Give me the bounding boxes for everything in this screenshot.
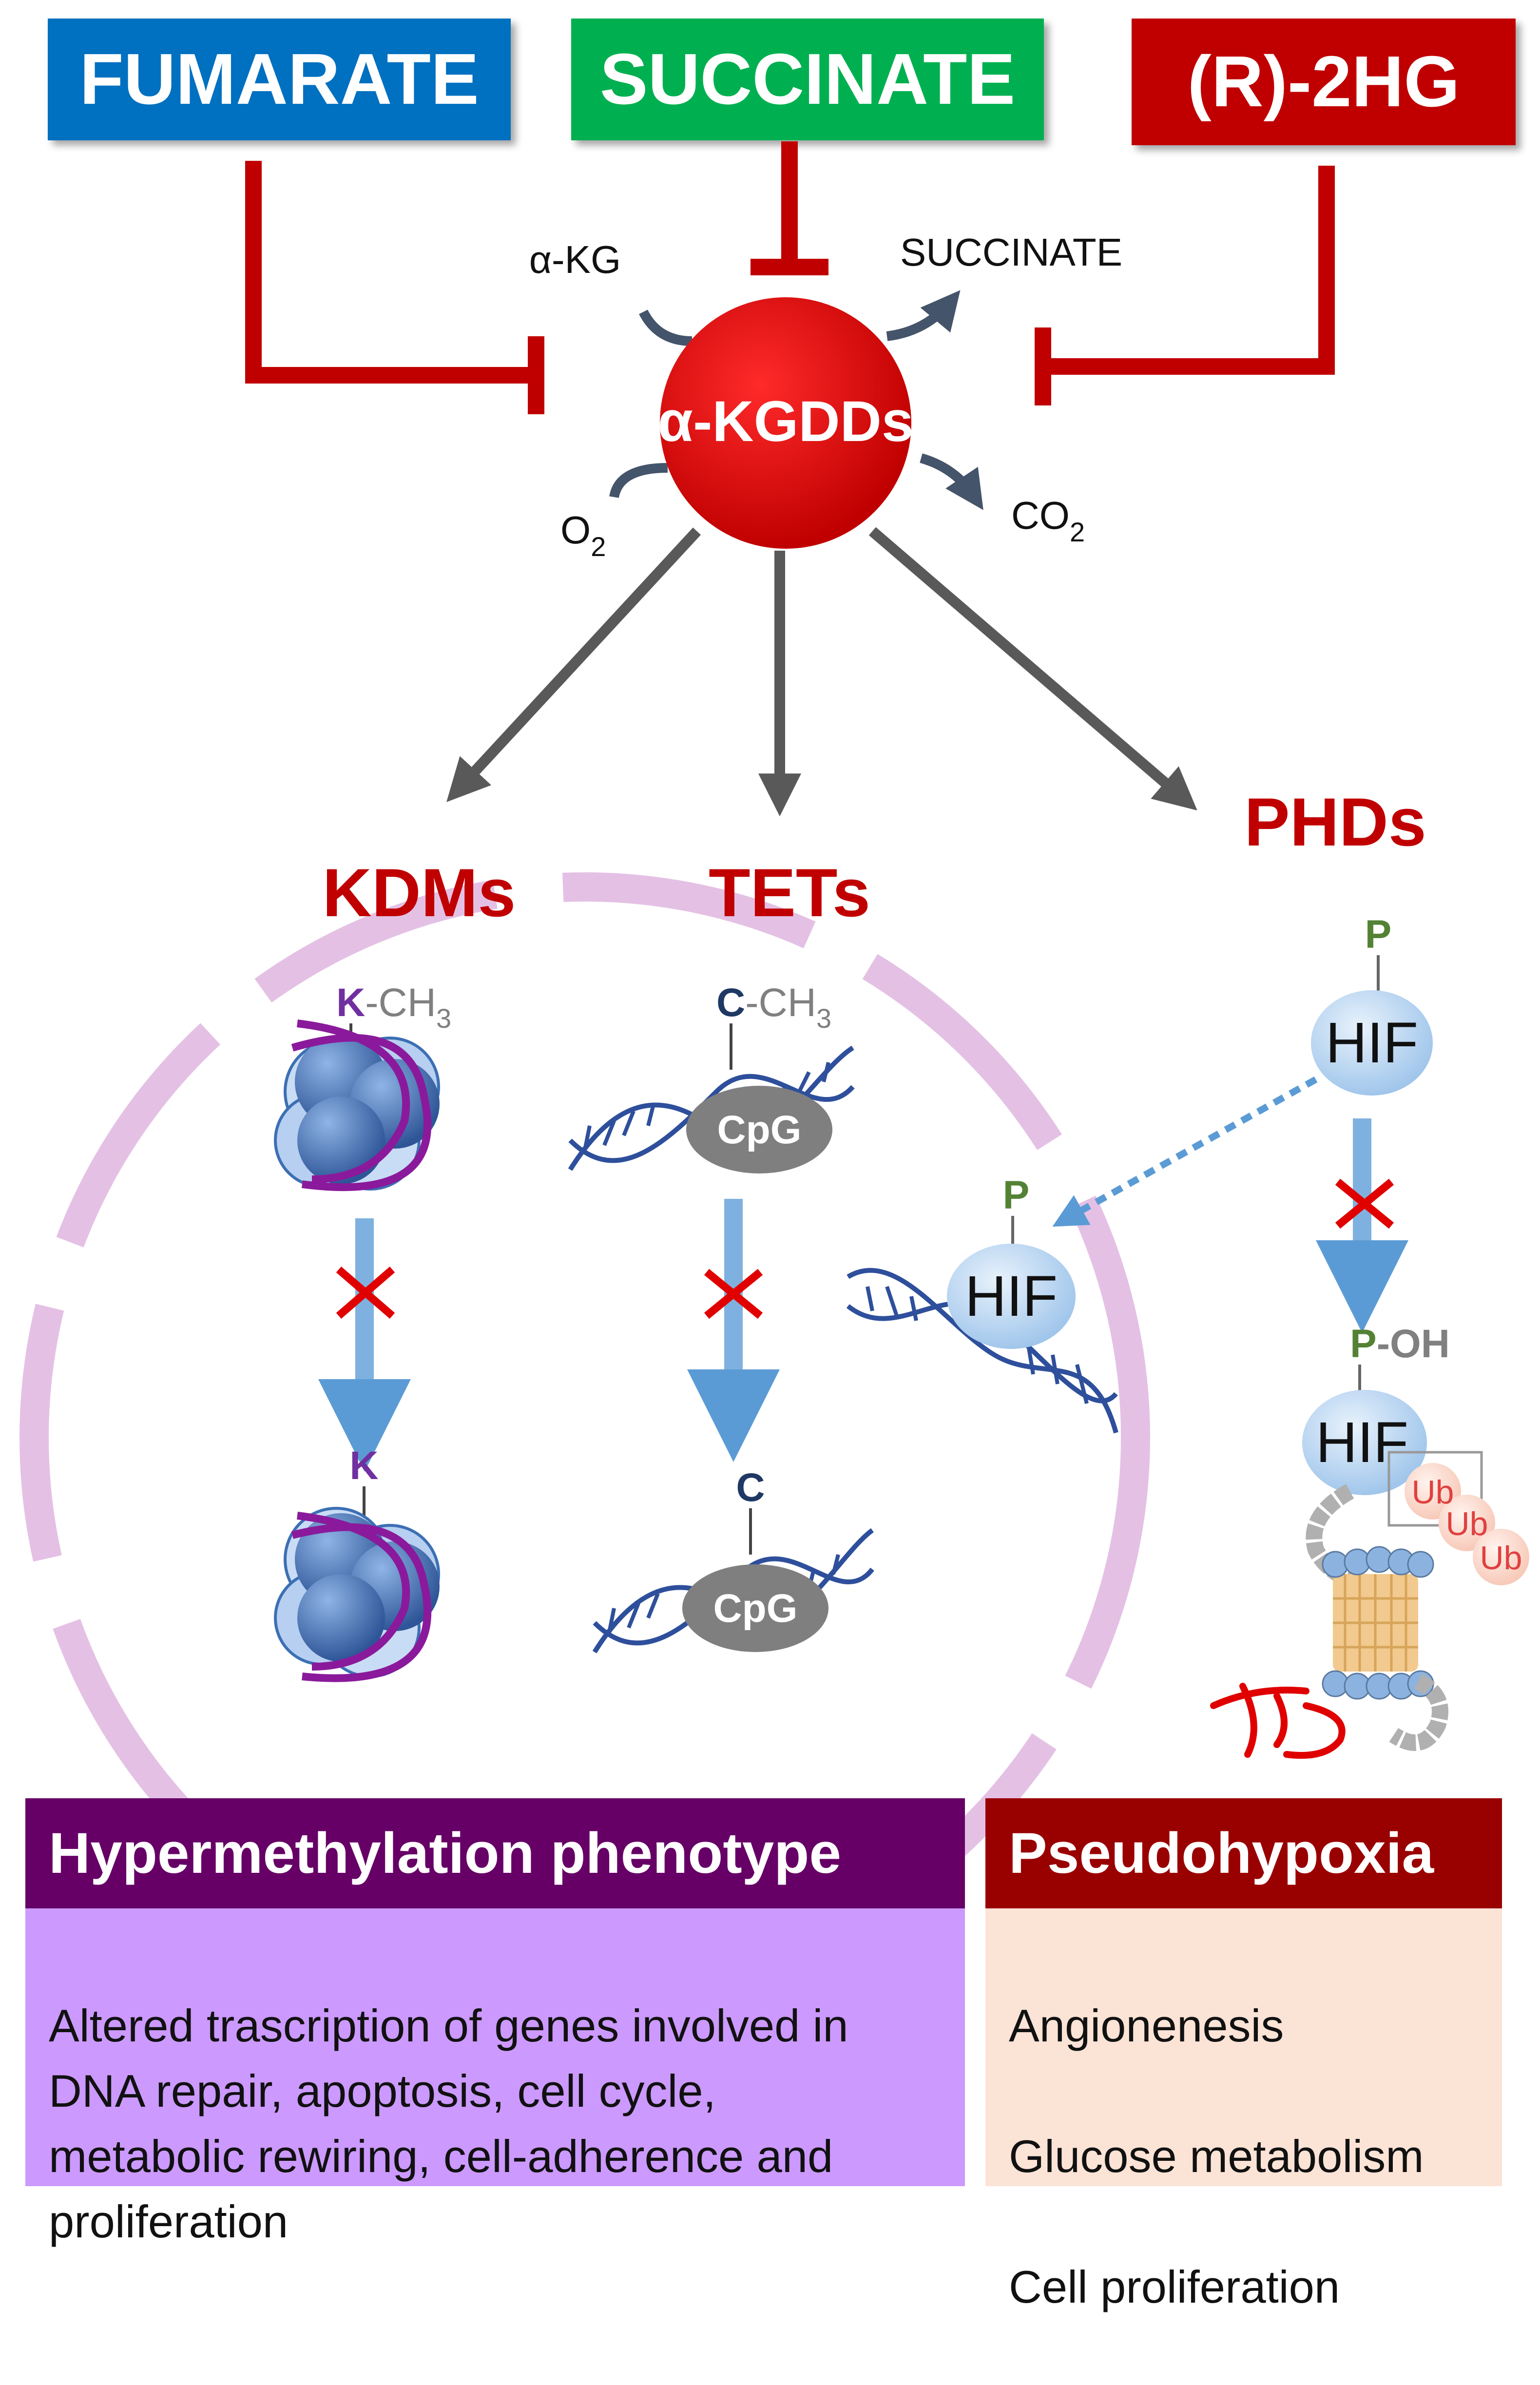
dna-hif-node — [947, 1244, 1076, 1349]
kdm-top-methyl-label: K-CH3 — [336, 981, 451, 1034]
fumarate-box: FUMARATE — [48, 19, 511, 140]
co2-out-arrow — [920, 453, 983, 510]
target-arrows — [446, 527, 1197, 817]
akg-label: α-KG — [529, 238, 621, 281]
hif-label: HIF — [1326, 1011, 1418, 1075]
nucleosome-demethylated-icon — [274, 1507, 440, 1682]
ub-label-1: Ub — [1412, 1474, 1454, 1511]
tet-bottom-label: C — [736, 1465, 765, 1510]
co2-label: CO2 — [1011, 494, 1085, 547]
pseudohypoxia-item: Angionenesis — [1009, 2000, 1284, 2051]
hydroxyl-label: P-OH — [1350, 1322, 1450, 1366]
pseudohypoxia-header: Pseudohypoxia — [985, 1798, 1502, 1908]
hif-node — [1311, 990, 1433, 1096]
dna-hif-label: HIF — [965, 1264, 1058, 1328]
hydroxylated-hif-node — [1302, 1390, 1427, 1495]
kdms-label: KDMs — [323, 854, 516, 931]
tet-top-methyl-label: C-CH3 — [716, 981, 831, 1034]
hypermethylation-text: Altered trascription of genes involved i… — [49, 2000, 848, 2247]
proteasome-icon — [1306, 1484, 1448, 1751]
fumarate-label: FUMARATE — [79, 39, 479, 119]
tets-label: TETs — [709, 854, 870, 931]
r2hg-label: (R)-2HG — [1187, 41, 1460, 122]
succinate-out-arrow — [886, 290, 961, 341]
kdm-bottom-label: K — [349, 1443, 378, 1488]
ub-label-2: Ub — [1446, 1505, 1488, 1542]
hypermethylation-header: Hypermethylation phenotype — [25, 1798, 965, 1908]
succinate-box: SUCCINATE — [571, 19, 1044, 140]
enzyme-label: α-KGDDs — [658, 389, 914, 454]
pseudohypoxia-body: Angionenesis Glucose metabolism Cell pro… — [985, 1908, 1502, 2312]
akg-in-arrow — [639, 309, 693, 346]
succinate-product-label: SUCCINATE — [900, 231, 1122, 274]
kdm-block-cross-icon — [336, 1266, 395, 1319]
hydroxylated-hif-label: HIF — [1316, 1410, 1408, 1475]
fumarate-inhibition — [245, 161, 544, 414]
akgdd-enzyme: α-KGDDs — [658, 297, 914, 549]
ubiquitin-chain: Ub Ub Ub — [1405, 1463, 1529, 1585]
nucleosome-methylated-icon — [274, 1019, 440, 1192]
phds-label: PHDs — [1244, 784, 1426, 860]
ub-label-3: Ub — [1480, 1539, 1522, 1577]
r2hg-box: (R)-2HG — [1132, 19, 1516, 145]
tet-block-cross-icon — [704, 1269, 763, 1319]
cpg-methylated-node — [686, 1086, 832, 1173]
arrow-to-kdms — [446, 527, 701, 802]
cofactor-arrows — [609, 290, 983, 510]
pathway-diagram: α-KGDDs α-KG SUCCINATE O2 CO2 KDMs TETs … — [19, 141, 1529, 2003]
succinate-label: SUCCINATE — [599, 39, 1016, 119]
hif-p-label: P — [1365, 912, 1392, 957]
cpg-demethylated-node — [682, 1564, 828, 1652]
hif-to-dna-arrow — [1052, 1076, 1318, 1227]
hypermethylation-title: Hypermethylation phenotype — [49, 1821, 842, 1885]
ub-highlight-box — [1387, 1451, 1483, 1527]
dna-hif-p-label: P — [1003, 1173, 1030, 1217]
hypermethylation-body: Altered trascription of genes involved i… — [25, 1908, 965, 2247]
cpg-methylated-label: CpG — [717, 1108, 801, 1152]
pseudohypoxia-title: Pseudohypoxia — [1009, 1821, 1434, 1885]
degraded-peptides-icon — [1210, 1683, 1346, 1759]
pseudohypoxia-item: Glucose metabolism — [1009, 2131, 1424, 2182]
pseudohypoxia-item: Cell proliferation — [1009, 2261, 1340, 2312]
phd-block-cross-icon — [1335, 1178, 1394, 1229]
r2hg-inhibition — [1035, 166, 1335, 405]
succinate-inhibition — [751, 141, 828, 275]
o2-label: O2 — [560, 508, 606, 562]
cpg-demethylated-label: CpG — [713, 1586, 797, 1631]
arrow-to-phds — [868, 527, 1197, 810]
o2-in-arrow — [609, 463, 668, 499]
